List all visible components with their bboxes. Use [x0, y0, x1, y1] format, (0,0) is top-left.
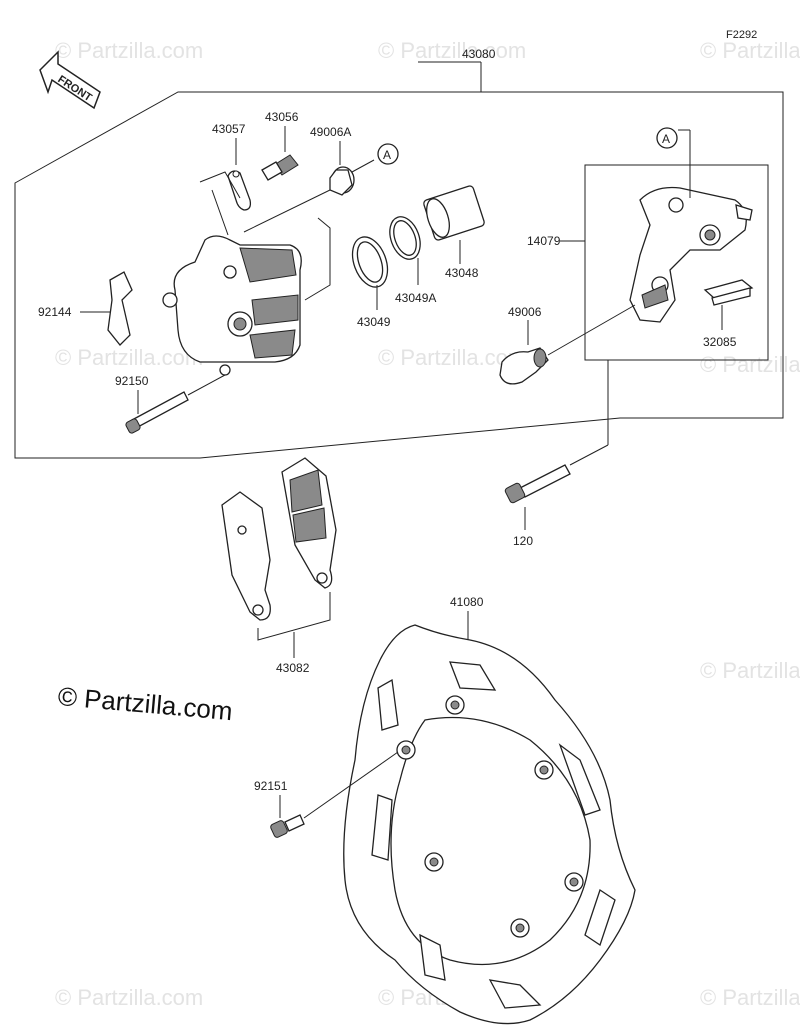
watermark: © Partzilla.com — [700, 658, 800, 683]
label-92144: 92144 — [38, 305, 72, 319]
ref-a-right: A — [662, 132, 670, 146]
watermark: © Partzilla.com — [700, 352, 800, 377]
label-43049: 43049 — [357, 315, 391, 329]
label-92151: 92151 — [254, 779, 288, 793]
label-43057: 43057 — [212, 122, 246, 136]
pad-spring-92144 — [107, 271, 133, 346]
caliper-body — [162, 235, 302, 376]
label-92150: 92150 — [115, 374, 149, 388]
label-49006a: 49006A — [310, 125, 351, 139]
label-120: 120 — [513, 534, 533, 548]
copyright: © Partzilla.com — [57, 681, 234, 726]
label-43082: 43082 — [276, 661, 310, 675]
label-43056: 43056 — [265, 110, 299, 124]
watermark: © Partzilla.com — [700, 985, 800, 1010]
ref-a-left: A — [383, 148, 391, 162]
seal-43049a — [389, 216, 421, 260]
seal-43049 — [351, 236, 389, 288]
label-43048: 43048 — [445, 266, 479, 280]
label-43049a: 43049A — [395, 291, 436, 305]
watermark: © Partzilla.com — [55, 985, 203, 1010]
brake-pads-43082 — [221, 457, 337, 621]
watermark: © Partzilla.com — [55, 345, 203, 370]
label-41080: 41080 — [450, 595, 484, 609]
diagram-code: F2292 — [726, 29, 757, 41]
watermark: © Partzilla.com — [700, 38, 800, 63]
label-14079: 14079 — [527, 234, 561, 248]
dust-boot-49006a — [329, 166, 355, 196]
caliper-bracket-14079 — [629, 186, 753, 323]
bolt-120 — [504, 464, 571, 504]
bleeder-valve — [261, 154, 299, 181]
clip-32085 — [703, 279, 754, 306]
label-32085: 32085 — [703, 335, 737, 349]
disc-bolt-92151 — [270, 814, 305, 838]
label-49006: 49006 — [508, 305, 542, 319]
bracket-box — [584, 164, 769, 361]
bleeder-cap — [227, 170, 252, 211]
dust-boot-49006 — [499, 347, 549, 385]
brake-disc-41080 — [343, 624, 636, 1025]
watermark: © Partzilla.com — [378, 38, 526, 63]
piston-43048 — [423, 185, 485, 241]
watermark: © Partzilla.com — [55, 38, 203, 63]
pad-pin-92150 — [125, 391, 189, 434]
caliper-assembly-box — [14, 61, 784, 459]
label-43080: 43080 — [462, 47, 496, 61]
